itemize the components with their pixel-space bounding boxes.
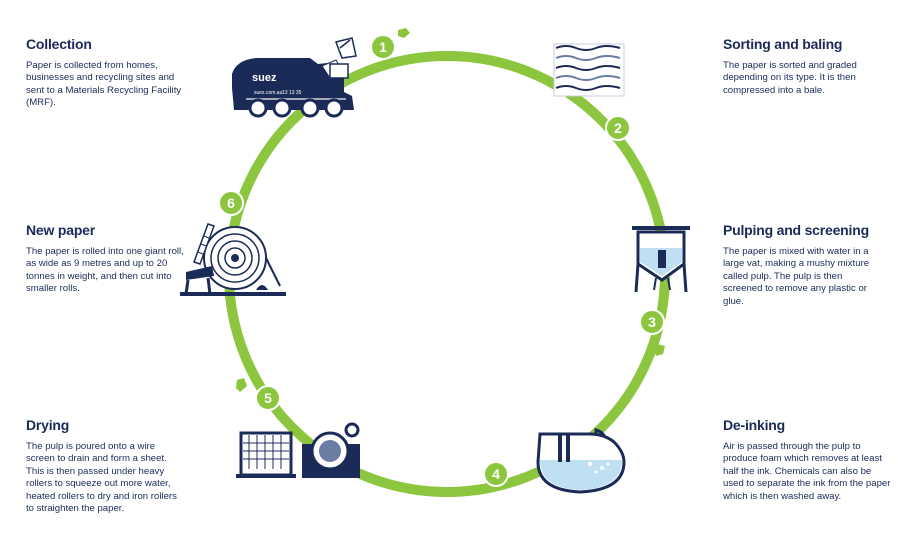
step-badge-6: 6: [218, 190, 244, 216]
step-title: De-inking: [723, 417, 785, 433]
step-description: The paper is mixed with water in a large…: [723, 246, 870, 307]
step-de-inking: De-inking Air is passed through the pulp…: [723, 417, 893, 503]
step-title: Drying: [26, 417, 70, 433]
svg-text:suez: suez: [252, 72, 277, 84]
step-description: Air is passed through the pulp to produc…: [723, 441, 891, 502]
step-drying: Drying The pulp is poured onto a wire sc…: [26, 417, 186, 515]
step-badge-5: 5: [255, 385, 281, 411]
svg-text:6: 6: [227, 195, 235, 211]
step-description: The paper is rolled into one giant roll,…: [26, 246, 184, 295]
drying-machine-icon: [236, 422, 360, 478]
step-collection: Collection Paper is collected from homes…: [26, 36, 186, 110]
de-inking-tank-icon: [536, 428, 626, 494]
svg-text:13 13 35: 13 13 35: [282, 90, 302, 96]
step-title: Collection: [26, 36, 92, 52]
step-new-paper: New paper The paper is rolled into one g…: [26, 222, 186, 296]
svg-text:3: 3: [648, 314, 656, 330]
step-pulping-and-screening: Pulping and screening The paper is mixed…: [723, 222, 883, 308]
step-badge-4: 4: [483, 461, 509, 487]
svg-text:suez.com.au: suez.com.au: [254, 90, 283, 96]
step-description: The paper is sorted and graded depending…: [723, 60, 857, 96]
direction-arrow-icon: [654, 344, 665, 356]
svg-text:4: 4: [492, 466, 500, 482]
cycle-ring: [224, 51, 670, 497]
paper-roll-icon: [180, 223, 286, 296]
step-badge-2: 2: [605, 115, 631, 141]
svg-text:5: 5: [264, 390, 272, 406]
direction-arrow-icon: [398, 28, 410, 38]
step-title: Sorting and baling: [723, 36, 843, 52]
paper-bale-icon: [553, 43, 625, 97]
step-badge-3: 3: [639, 309, 665, 335]
svg-text:1: 1: [379, 39, 387, 55]
step-description: Paper is collected from homes, businesse…: [26, 60, 182, 109]
garbage-truck-icon: suez suez.com.au 13 13 35: [232, 37, 357, 118]
step-title: Pulping and screening: [723, 222, 869, 238]
step-badge-1: 1: [370, 34, 396, 60]
step-sorting-and-baling: Sorting and baling The paper is sorted a…: [723, 36, 883, 97]
direction-arrow-icon: [236, 378, 247, 392]
step-description: The pulp is poured onto a wire screen to…: [26, 441, 177, 515]
pulping-vat-icon: [632, 226, 690, 293]
step-title: New paper: [26, 222, 95, 238]
svg-text:2: 2: [614, 120, 622, 136]
